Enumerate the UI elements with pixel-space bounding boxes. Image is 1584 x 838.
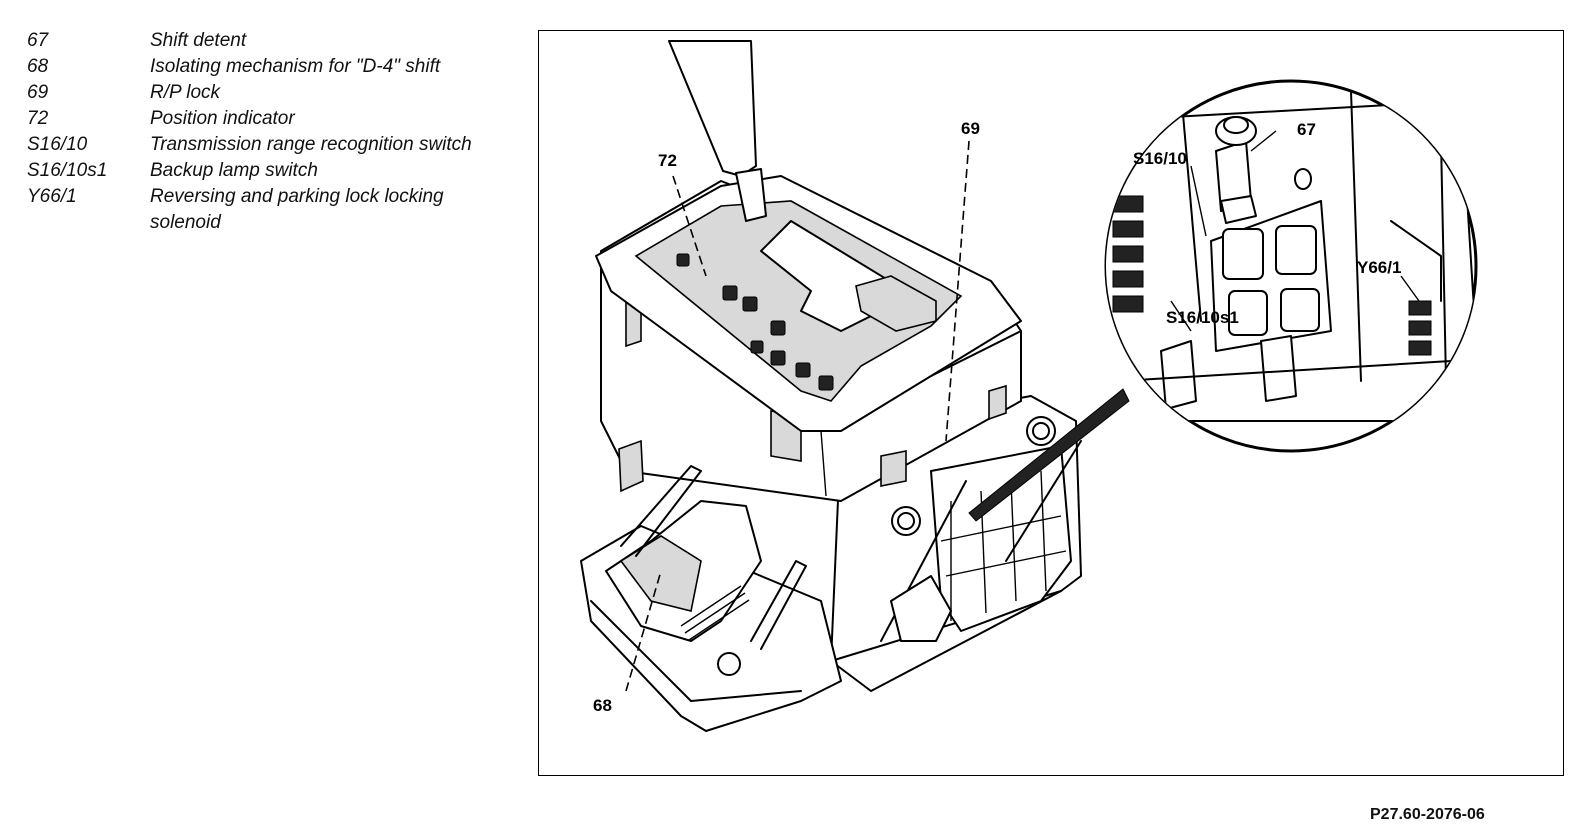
mount-hole-inner [897,512,915,530]
side-tab [618,439,644,493]
switch-window [1222,228,1264,280]
side-tab [880,450,907,487]
indicator-glyph [818,375,834,391]
indicator-glyph [750,340,764,354]
mechanism-top [619,535,702,612]
figure-reference: P27.60-2076-06 [1370,806,1485,823]
legend-code: 69 [27,82,49,103]
detail-wire [1390,220,1442,302]
mechanism-fin [620,465,702,557]
leader-68 [625,570,662,692]
legend-description: Position indicator [150,108,295,129]
side-tab [988,384,1007,421]
legend-description: Backup lamp switch [150,160,318,181]
base-plate-left-edge [590,600,802,702]
lever-shaft [735,168,767,222]
legend-row-69: 69 R/P lock [27,80,497,106]
leader-67 [1250,130,1277,152]
housing-seam [820,430,827,497]
detail-bracket [1160,340,1197,410]
indicator-glyph [676,253,690,267]
callout-69: 69 [961,119,980,138]
solenoid-pin [1408,340,1432,356]
connector-pin [1112,270,1144,288]
detail-baseline [1120,360,1452,382]
rib [940,515,1067,577]
indicator-glyph [770,350,786,366]
mount-hole [717,652,741,676]
callout-s16-10: S16/10 [1133,149,1187,168]
indicator-glyph [722,285,738,301]
indicator-glyph [770,320,786,336]
legend-code: S16/10s1 [27,160,108,181]
detent-nut [1220,195,1257,224]
mount-hole-inner [1032,422,1050,440]
legend-row-67: 67 Shift detent [27,28,497,54]
legend-description: Reversing and parking lock locking solen… [150,186,444,233]
switch-window [1275,225,1317,275]
spring-pin [1294,168,1312,190]
drum [890,575,952,642]
switch-window [1228,290,1268,336]
detail-frame-lines [1180,90,1447,382]
legend-code: Y66/1 [27,186,77,207]
indicator-glyph [795,362,811,378]
leader-y66-1 [1400,275,1420,302]
switch-window [1280,288,1320,332]
legend: 67 Shift detent 68 Isolating mechanism f… [27,28,497,236]
legend-code: 72 [27,108,49,129]
callout-67: 67 [1297,120,1316,139]
solenoid-pin [1408,320,1432,336]
indicator-glyph [742,296,758,312]
legend-description: Shift detent [150,30,247,51]
legend-row-s16-10: S16/10 Transmission range recognition sw… [27,132,497,158]
legend-code: S16/10 [27,134,88,155]
leader-72 [672,175,707,277]
mechanism-stripes [680,585,750,641]
callout-72: 72 [658,151,677,170]
legend-description: Transmission range recognition switch [150,134,472,155]
legend-description: Isolating mechanism for "D-4" shift [150,56,441,77]
connector-pin [1112,295,1144,313]
diagram-frame: 72 69 68 67 S16/10 S16/10s1 Y66/1 [538,30,1564,776]
detail-view [1106,90,1476,422]
legend-code: 67 [27,30,49,51]
mechanism-fin [750,560,807,650]
legend-row-s16-10s1: S16/10s1 Backup lamp switch [27,158,497,184]
leader-69 [945,140,970,442]
detail-bracket [1260,335,1297,402]
connector-pin [1112,220,1144,238]
detent-ball-top [1223,116,1249,134]
callout-s16-10s1: S16/10s1 [1166,308,1239,327]
legend-description: R/P lock [150,82,221,103]
leader-s16-10 [1190,165,1207,237]
gate-detent [855,275,937,332]
leader-s16-10s1 [1170,300,1192,332]
legend-row-72: 72 Position indicator [27,106,497,132]
callout-68: 68 [593,696,612,715]
legend-row-68: 68 Isolating mechanism for "D-4" shift [27,54,497,80]
legend-code: 68 [27,56,49,77]
callout-y66-1: Y66/1 [1357,258,1401,277]
connector-pin [1112,245,1144,263]
detail-pointer [968,388,1130,522]
shift-assembly-diagram: 72 69 68 67 S16/10 S16/10s1 Y66/1 [580,40,1478,732]
solenoid-pin [1408,300,1432,316]
legend-row-y66-1: Y66/1 Reversing and parking lock locking… [27,184,497,236]
rib [950,470,1047,621]
selector-lever [668,40,757,177]
